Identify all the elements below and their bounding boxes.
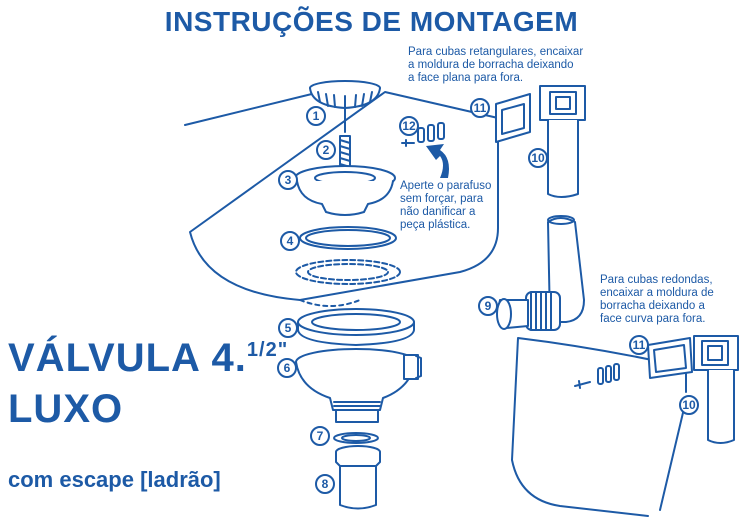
rubber-gasket xyxy=(299,226,397,250)
note-round: Para cubas redondas, encaixar a moldura … xyxy=(600,274,740,326)
product-name-line2: LUXO xyxy=(8,387,124,431)
part-number-badge xyxy=(315,474,335,494)
part-number-badge xyxy=(310,426,330,446)
overflow-frame-upper xyxy=(495,93,531,143)
note-screw-line: Aperte o parafuso xyxy=(400,180,492,192)
part-number-badge xyxy=(470,98,490,118)
note-screw-line: não danificar a xyxy=(400,206,476,218)
overflow-frame-lower xyxy=(647,337,693,379)
product-name-line1: VÁLVULA 4.1/2" xyxy=(8,338,288,378)
upper-flange xyxy=(294,165,396,216)
note-rect-line: a face plana para fora. xyxy=(408,72,524,84)
tighten-arrow-icon xyxy=(426,144,449,178)
note-round-line: face curva para fora. xyxy=(600,313,706,325)
part-number-badge xyxy=(316,140,336,160)
part-number-label: 4 xyxy=(287,234,294,248)
part-number-label: 1 xyxy=(313,109,320,123)
part-number-badge xyxy=(278,318,298,338)
part-number-badge xyxy=(280,231,300,251)
part-number-label: 10 xyxy=(682,398,696,412)
part-number-label: 11 xyxy=(633,338,646,352)
center-bolt xyxy=(339,135,351,171)
part-number-label: 2 xyxy=(323,143,330,157)
part-number-label: 3 xyxy=(285,173,292,187)
overflow-screw-assembly xyxy=(401,122,445,147)
part-number-label: 8 xyxy=(322,477,329,491)
overflow-body-upper xyxy=(539,85,586,198)
strainer-basket xyxy=(309,80,381,133)
part-number-label: 9 xyxy=(485,299,492,313)
part-number-badge xyxy=(629,335,649,355)
product-name-fraction: 1/2" xyxy=(246,339,289,361)
note-screw-line: sem forçar, para xyxy=(400,193,484,205)
washer xyxy=(333,432,379,444)
note-rectangular: Para cubas retangulares, encaixar a mold… xyxy=(408,46,608,85)
part-number-label: 12 xyxy=(402,119,416,133)
note-round-line: borracha deixando a xyxy=(600,300,705,312)
overflow-hose xyxy=(496,215,585,331)
product-subtitle: com escape [ladrão] xyxy=(8,467,221,492)
valve-body xyxy=(295,348,422,423)
part-number-badge xyxy=(278,170,298,190)
part-number-badge xyxy=(306,106,326,126)
product-name-main: VÁLVULA 4. xyxy=(8,336,247,380)
part-number-label: 10 xyxy=(531,151,545,165)
part-number-label: 6 xyxy=(284,361,291,375)
overflow-screw-lower xyxy=(574,363,620,389)
part-number-badge xyxy=(478,296,498,316)
part-number-label: 5 xyxy=(285,321,292,335)
overflow-body-lower xyxy=(693,335,739,444)
part-number-label: 11 xyxy=(474,101,487,115)
sink-hole-ring xyxy=(295,259,401,285)
page-title: INSTRUÇÕES DE MONTAGEM xyxy=(164,6,579,37)
note-rect-line: Para cubas retangulares, encaixar xyxy=(408,46,584,58)
part-number-badge xyxy=(277,358,297,378)
note-round-line: Para cubas redondas, xyxy=(600,274,713,286)
part-number-label: 7 xyxy=(317,429,324,443)
sink-rim-dashes xyxy=(299,299,361,307)
note-screw: Aperte o parafuso sem forçar, para não d… xyxy=(400,180,520,232)
note-screw-line: peça plástica. xyxy=(400,219,471,231)
tailpiece xyxy=(335,445,381,510)
lower-gasket xyxy=(297,308,415,346)
note-round-line: encaixar a moldura de xyxy=(600,287,714,299)
note-rect-line: a moldura de borracha deixando xyxy=(408,59,574,71)
part-number-badge xyxy=(528,148,548,168)
part-number-badge xyxy=(679,395,699,415)
part-number-badge xyxy=(399,116,419,136)
